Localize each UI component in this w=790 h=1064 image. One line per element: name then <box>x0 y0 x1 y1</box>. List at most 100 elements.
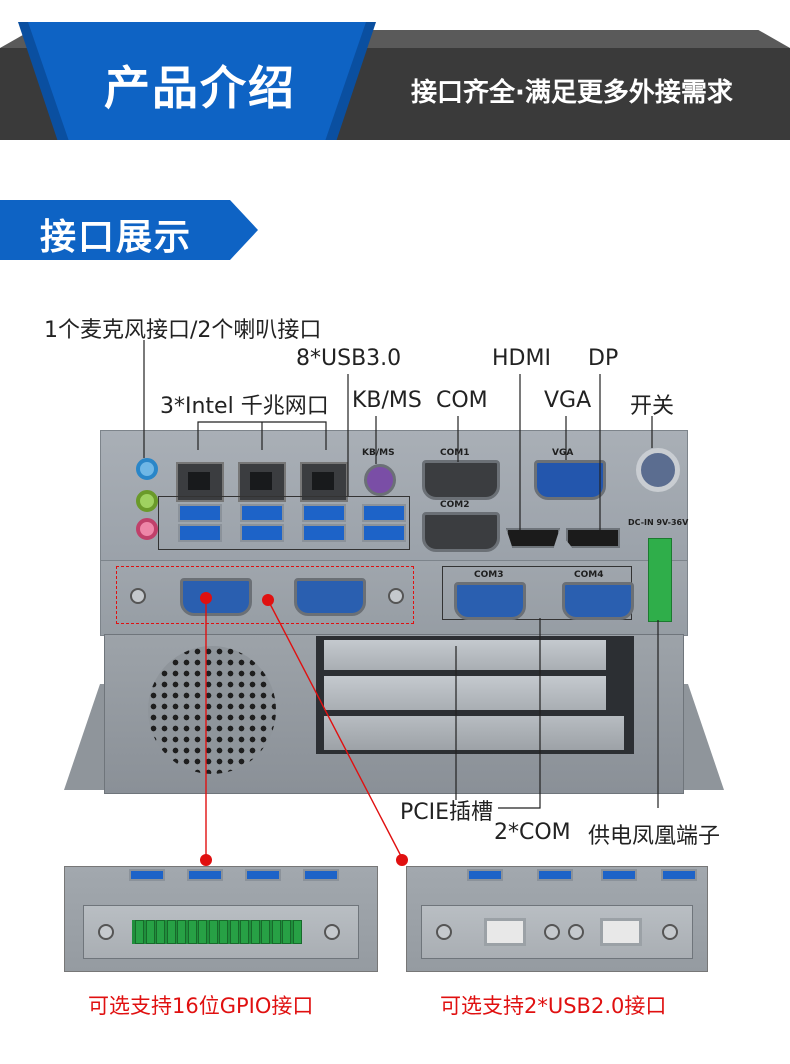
screw <box>130 588 146 604</box>
label-dp: DP <box>588 346 619 371</box>
mini-usb-port <box>601 869 637 881</box>
mini-usb-port <box>537 869 573 881</box>
mini-usb-port <box>129 869 165 881</box>
label-pcie: PCIE插槽 <box>400 800 494 825</box>
usb3-port-1 <box>178 504 222 522</box>
usb3-port-3 <box>240 504 284 522</box>
section-title: 接口展示 <box>40 217 193 258</box>
panel-mark-com3: COM3 <box>474 570 504 580</box>
ethernet-port-1 <box>176 462 224 502</box>
panel-mark-kbms: KB/MS <box>362 448 395 458</box>
usb3-port-4 <box>240 524 284 542</box>
usb3-port-2 <box>178 524 222 542</box>
gpio-header <box>132 920 302 944</box>
usb3-port-8 <box>362 524 406 542</box>
power-button[interactable] <box>636 448 680 492</box>
label-phoenix: 供电凤凰端子 <box>588 824 721 849</box>
speaker-jack <box>136 490 158 512</box>
gpio-pin <box>240 920 249 944</box>
gpio-pin <box>271 920 281 944</box>
displayport-port <box>566 528 620 548</box>
callout-dot-gpio-source <box>200 592 212 604</box>
phoenix-terminal <box>648 538 672 622</box>
screw <box>324 924 340 940</box>
panel-mark-dcin: DC-IN 9V-36V <box>628 518 689 527</box>
header-banner: 产品介绍 接口齐全·满足更多外接需求 <box>0 0 790 150</box>
page-subtitle: 接口齐全·满足更多外接需求 <box>411 78 733 108</box>
usb3-group-outline <box>158 496 410 550</box>
gpio-pin <box>219 920 228 944</box>
mini-usb-port <box>187 869 223 881</box>
inset-gpio-photo <box>64 866 378 972</box>
gpio-pin <box>166 920 176 944</box>
header-blue-block <box>28 22 366 140</box>
com1-port <box>422 460 500 500</box>
callout-dot-gpio <box>200 854 212 866</box>
pcie-slot-cover-3 <box>324 716 624 750</box>
ps2-port <box>364 464 396 496</box>
usb2-port-1 <box>484 918 526 946</box>
optional-com-port-right <box>294 578 366 616</box>
label-com2: 2*COM <box>494 820 571 845</box>
gpio-pin <box>135 920 144 944</box>
page-title: 产品介绍 <box>104 61 296 115</box>
mini-usb-port <box>303 869 339 881</box>
mini-usb-port <box>245 869 281 881</box>
gpio-pin <box>250 920 260 944</box>
com4-port <box>562 582 634 620</box>
usb3-port-5 <box>302 504 346 522</box>
gpio-pin <box>208 920 218 944</box>
screw <box>662 924 678 940</box>
ethernet-port-3 <box>300 462 348 502</box>
label-com: COM <box>436 388 488 413</box>
label-audio: 1个麦克风接口/2个喇叭接口 <box>44 318 322 343</box>
vga-port <box>534 460 606 500</box>
label-vga: VGA <box>544 388 592 413</box>
usb3-port-6 <box>302 524 346 542</box>
com2-port <box>422 512 500 552</box>
callout-dot-usb2-source <box>262 594 274 606</box>
gpio-pin <box>145 920 155 944</box>
gpio-plate <box>83 905 359 959</box>
optional-com-port-left <box>180 578 252 616</box>
label-kbms: KB/MS <box>352 388 422 413</box>
label-hdmi: HDMI <box>492 346 551 371</box>
label-power-switch: 开关 <box>630 394 675 419</box>
screw <box>544 924 560 940</box>
gpio-pin <box>177 920 186 944</box>
screw <box>388 588 404 604</box>
usb2-plate <box>421 905 693 959</box>
callout-dot-usb2 <box>396 854 408 866</box>
panel-mark-com4: COM4 <box>574 570 604 580</box>
gpio-pin <box>198 920 207 944</box>
optional-module-outline <box>116 566 414 624</box>
mini-usb-port <box>661 869 697 881</box>
usb2-port-2 <box>600 918 642 946</box>
panel-mark-com1: COM1 <box>440 448 470 458</box>
pcie-slot-cover-2 <box>324 676 606 710</box>
gpio-pin <box>156 920 165 944</box>
mic-jack <box>136 518 158 540</box>
com3-port <box>454 582 526 620</box>
usb3-port-7 <box>362 504 406 522</box>
pcie-slot-cover-1 <box>324 640 606 670</box>
screw <box>98 924 114 940</box>
screw <box>568 924 584 940</box>
gpio-pin <box>187 920 197 944</box>
gpio-pin <box>261 920 270 944</box>
inset-usb2-photo <box>406 866 708 972</box>
vent-grille <box>148 646 276 774</box>
panel-mark-com2: COM2 <box>440 500 470 510</box>
caption-usb2-option: 可选支持2*USB2.0接口 <box>440 994 667 1018</box>
section-tab <box>0 200 230 260</box>
line-in-jack <box>136 458 158 480</box>
gpio-pin <box>282 920 291 944</box>
panel-mark-vga: VGA <box>552 448 574 458</box>
label-usb3: 8*USB3.0 <box>296 346 402 371</box>
screw <box>436 924 452 940</box>
mini-usb-port <box>467 869 503 881</box>
gpio-pin <box>229 920 239 944</box>
gpio-pin <box>292 920 302 944</box>
ethernet-port-2 <box>238 462 286 502</box>
